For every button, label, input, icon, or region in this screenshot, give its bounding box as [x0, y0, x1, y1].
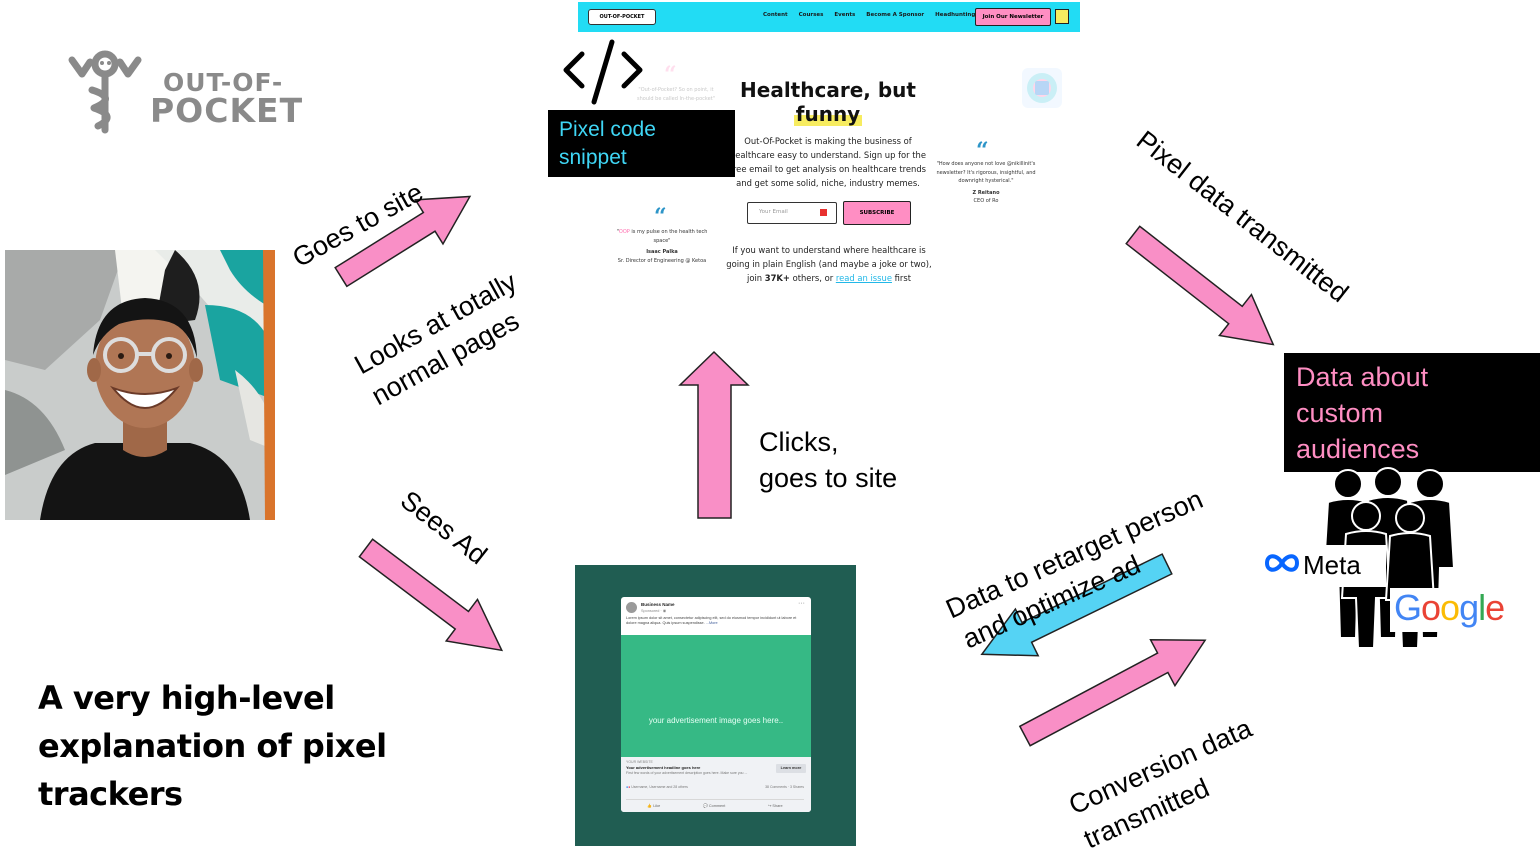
email-input[interactable]: Your Email	[747, 202, 837, 224]
out-of-pocket-logo-icon	[68, 50, 142, 134]
site-title-highlight: funny	[793, 102, 863, 126]
testimonial-right: "How does anyone not love @nikillinit's …	[936, 161, 1036, 204]
ad-headline: Your advertisement headline goes here	[626, 765, 701, 770]
site-intro: Out-Of-Pocket is making the business of …	[729, 136, 927, 188]
site-navbar: OUT-OF-POCKET Content Courses Events Bec…	[578, 2, 1080, 32]
nav-link-events[interactable]: Events	[834, 12, 856, 18]
read-issue-link[interactable]: read an issue	[835, 273, 892, 283]
code-icon	[563, 39, 643, 105]
ad-actions: 👍 Like 💬 Comment ↪ Share	[626, 799, 804, 808]
site-join-text: If you want to understand where healthca…	[726, 245, 932, 283]
label-goes-to-site: Goes to site	[287, 177, 429, 274]
label-pixel-data-transmitted: Pixel data transmitted	[1130, 124, 1354, 309]
custom-audience-label: Data about custom audiences	[1296, 362, 1429, 464]
email-placeholder: Your Email	[759, 209, 788, 215]
arrow-sees-ad-icon	[358, 538, 504, 652]
sticker-icon	[1022, 68, 1062, 108]
ad-card[interactable]: Business Name Sponsored · ◉ ··· Lorem ip…	[621, 597, 811, 812]
reaction-icon: ●	[628, 785, 631, 789]
ad-reactions: ●● Username, Username and 28 others 38 C…	[626, 785, 804, 789]
site-logo[interactable]: OUT-OF-POCKET	[588, 9, 656, 25]
subscribe-button[interactable]: SUBSCRIBE	[843, 201, 911, 225]
meta-infinity-icon	[1264, 554, 1300, 572]
nav-link-sponsor[interactable]: Become A Sponsor	[866, 12, 925, 18]
logo-text-bottom: POCKET	[150, 91, 304, 130]
learn-more-button[interactable]: Learn more	[776, 764, 806, 773]
ad-url: YOUR WEBSITE	[626, 760, 653, 764]
testimonial-middle: "OOP is my pulse on the health tech spac…	[616, 229, 708, 264]
ad-image-text: your advertisement image goes here..	[648, 716, 784, 725]
nav-link-headhunting[interactable]: Headhunting	[935, 12, 976, 18]
custom-audience-box	[1284, 353, 1540, 472]
pixel-code-label: Pixel code snippet	[559, 118, 656, 169]
like-button[interactable]: 👍 Like	[647, 804, 661, 808]
label-clicks-goes-to-site: Clicks, goes to site	[759, 427, 898, 493]
arrow-up-icon	[678, 350, 750, 519]
nav-link-content[interactable]: Content	[763, 12, 788, 18]
avatar	[626, 602, 637, 613]
smiling-person-icon	[5, 250, 275, 520]
reaction-icon: ●	[626, 785, 629, 789]
ad-description: First few words of your advertisement de…	[626, 771, 748, 775]
person-photo	[5, 250, 275, 520]
quote-mark-icon: “	[654, 204, 667, 230]
ad-footer: YOUR WEBSITE Your advertisement headline…	[621, 757, 811, 812]
logo-text-top: OUT-OF-	[163, 68, 284, 97]
site-title: Healthcare, but funny	[740, 78, 916, 126]
ad-page-name: Business Name	[641, 602, 675, 607]
google-logo-box	[1390, 588, 1514, 632]
comment-button[interactable]: 💬 Comment	[703, 804, 726, 808]
nav-link-courses[interactable]: Courses	[798, 12, 824, 18]
google-wordmark: Google	[1394, 587, 1505, 628]
ad-mockup-panel: Business Name Sponsored · ◉ ··· Lorem ip…	[575, 565, 856, 846]
email-field-icon	[820, 209, 827, 216]
ad-body-text: Lorem ipsum dolor sit amet, consectetur …	[626, 616, 797, 626]
join-newsletter-button[interactable]: Join Our Newsletter	[975, 8, 1051, 26]
quote-mark-icon: “	[976, 138, 989, 164]
globe-icon: ◉	[662, 609, 667, 613]
quote-mark-icon: “	[664, 62, 677, 88]
share-button[interactable]: ↪ Share	[768, 804, 783, 808]
search-icon[interactable]	[1055, 9, 1069, 24]
pixel-code-box	[548, 110, 735, 177]
testimonial-left: "Out-of-Pocket? So on point, it should b…	[637, 87, 715, 102]
ad-sponsored-label: Sponsored · ◉	[641, 609, 667, 613]
diagram-heading: A very high-level explanation of pixel t…	[38, 679, 387, 813]
site-nav-links: Content Courses Events Become A Sponsor …	[763, 12, 975, 18]
more-options-icon[interactable]: ···	[798, 600, 805, 607]
label-sees-ad: Sees Ad	[394, 484, 493, 571]
meta-wordmark: Meta	[1303, 550, 1361, 580]
website-screenshot: OUT-OF-POCKET Content Courses Events Bec…	[578, 2, 1080, 302]
